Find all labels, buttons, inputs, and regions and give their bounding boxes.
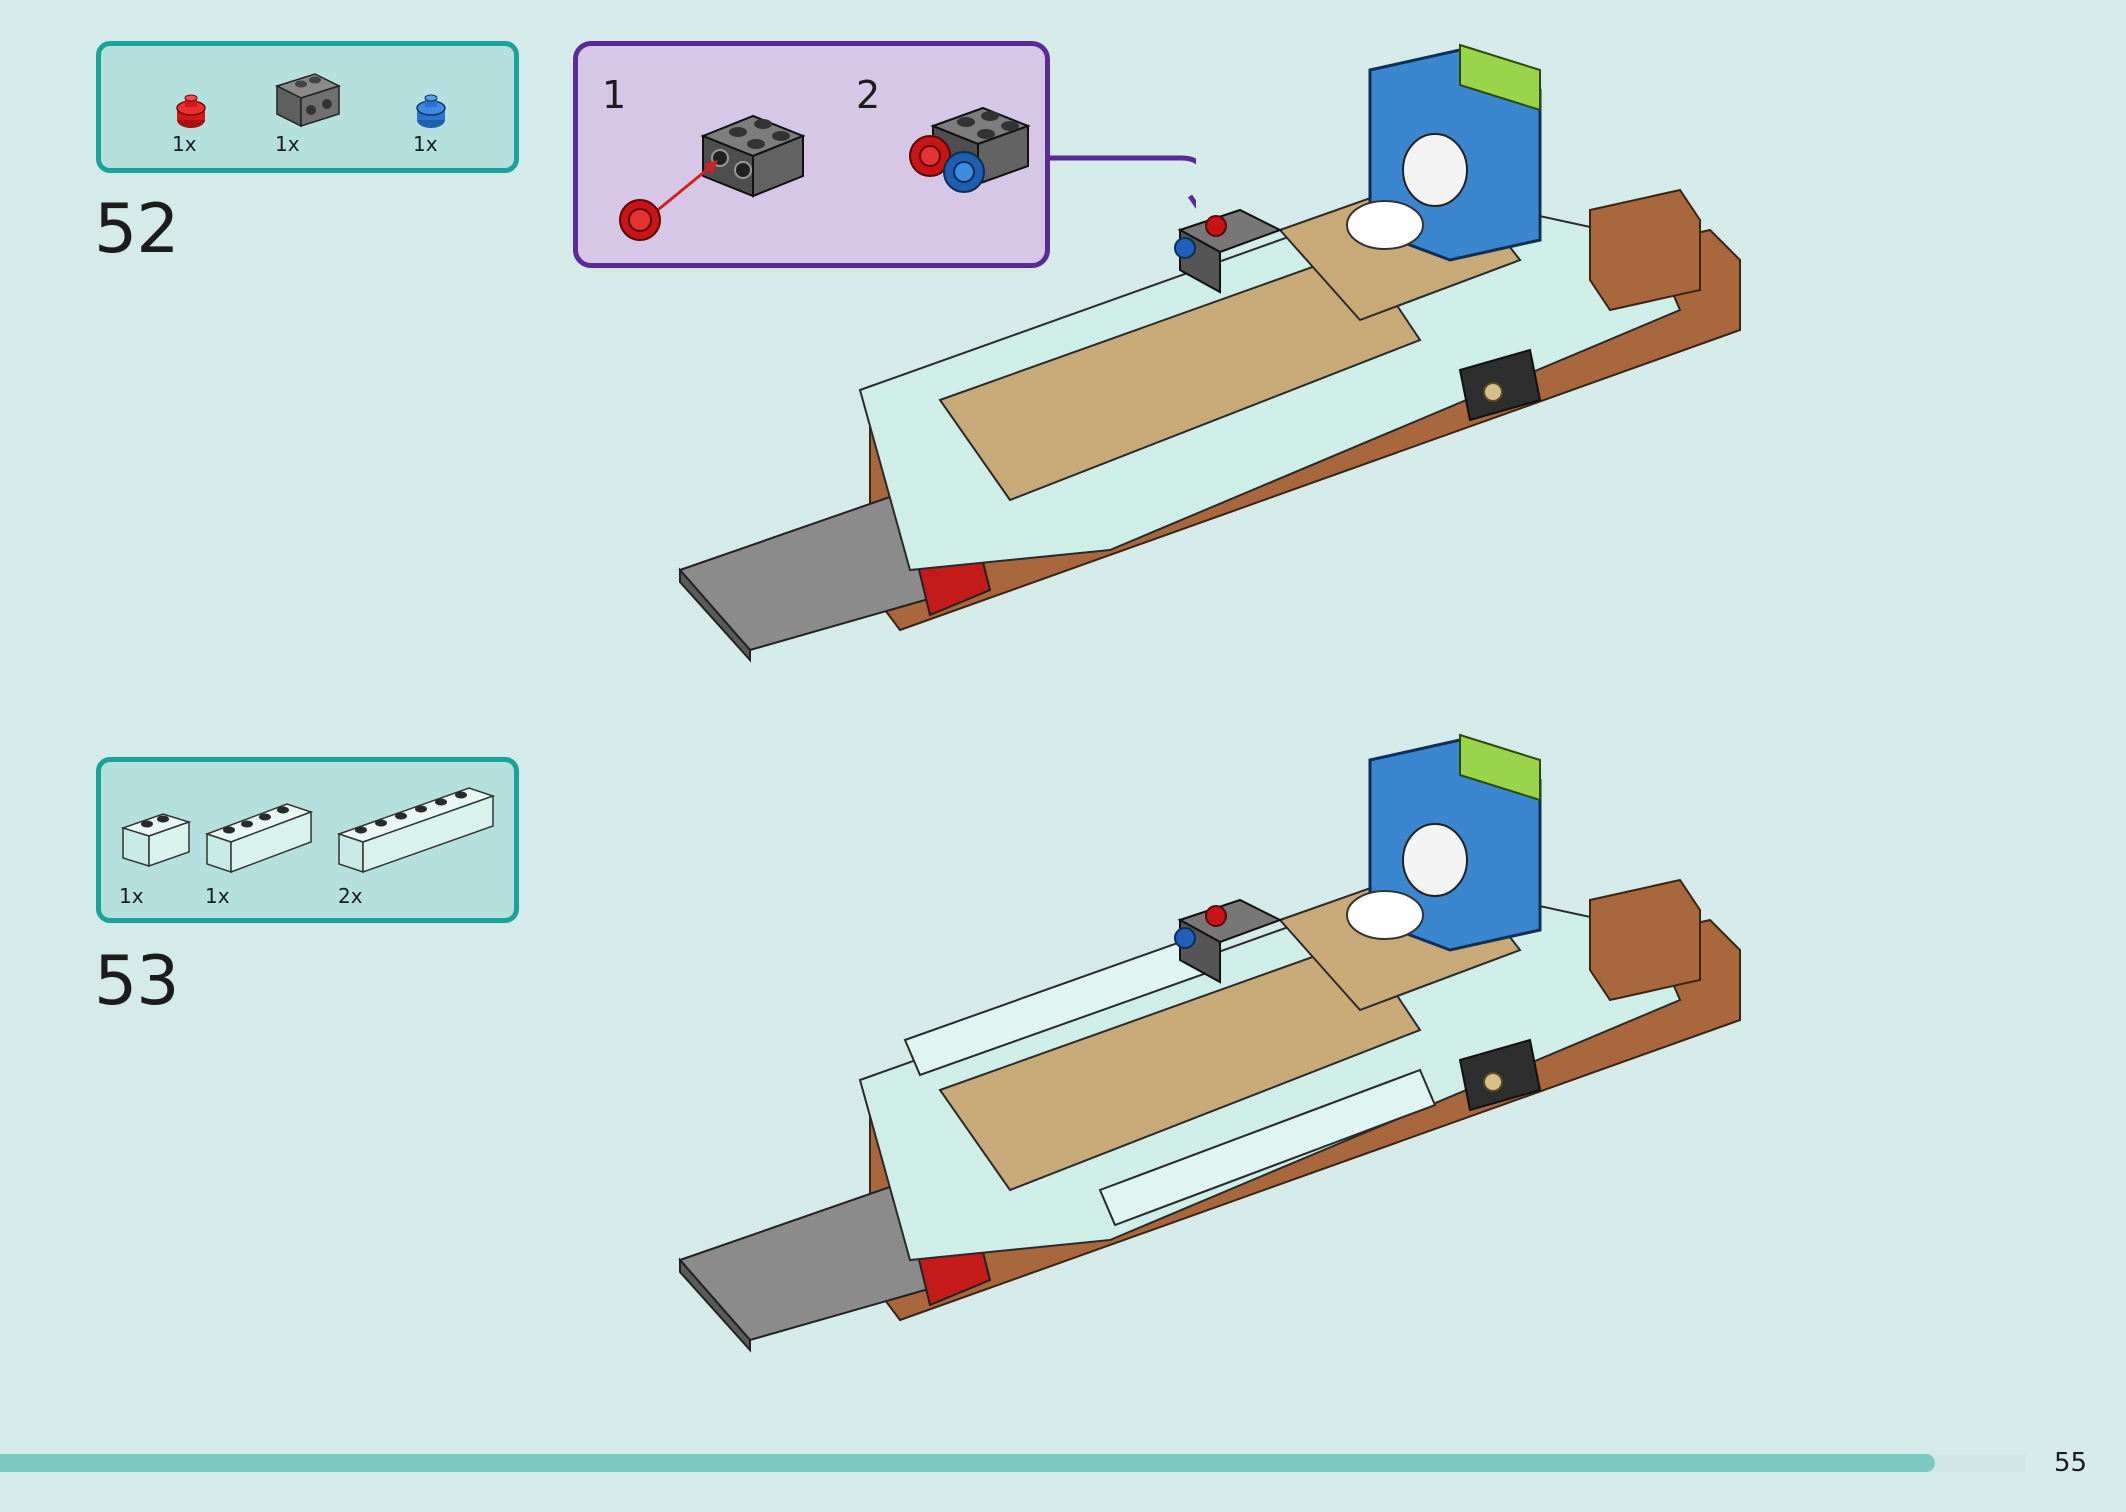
step-number: 52 <box>94 190 180 269</box>
page-progress-bar <box>0 1454 2026 1472</box>
model-illustration-step-52 <box>678 43 1741 663</box>
light-aqua-brick-1x6-icon <box>336 787 496 874</box>
page-progress-fill <box>0 1454 1935 1472</box>
part-quantity: 1x <box>172 132 197 156</box>
blue-round-plate-icon <box>416 94 446 128</box>
page-number: 55 <box>2054 1448 2088 1478</box>
parts-list-step-53: 1x 1x 2x <box>96 757 519 923</box>
light-aqua-brick-1x2-icon <box>120 813 192 868</box>
sub-step-number: 2 <box>856 73 881 117</box>
sub-step-2-illustration <box>909 106 1031 193</box>
part-quantity: 2x <box>338 884 363 908</box>
step-number: 53 <box>94 942 180 1021</box>
sub-assembly-callout: 1 2 <box>573 41 1050 268</box>
sub-step-number: 1 <box>602 73 627 117</box>
red-round-plate-icon <box>176 94 206 128</box>
callout-connector-arrow <box>1048 155 1196 209</box>
part-quantity: 1x <box>275 132 300 156</box>
parts-list-step-52: 1x 1x 1x <box>96 41 519 173</box>
dark-gray-brick-with-studs-on-side-icon <box>275 73 341 128</box>
model-illustration-step-53 <box>678 733 1741 1353</box>
part-quantity: 1x <box>119 884 144 908</box>
part-quantity: 1x <box>413 132 438 156</box>
sub-step-1-illustration <box>619 114 806 241</box>
part-quantity: 1x <box>205 884 230 908</box>
light-aqua-brick-1x4-icon <box>204 803 314 874</box>
